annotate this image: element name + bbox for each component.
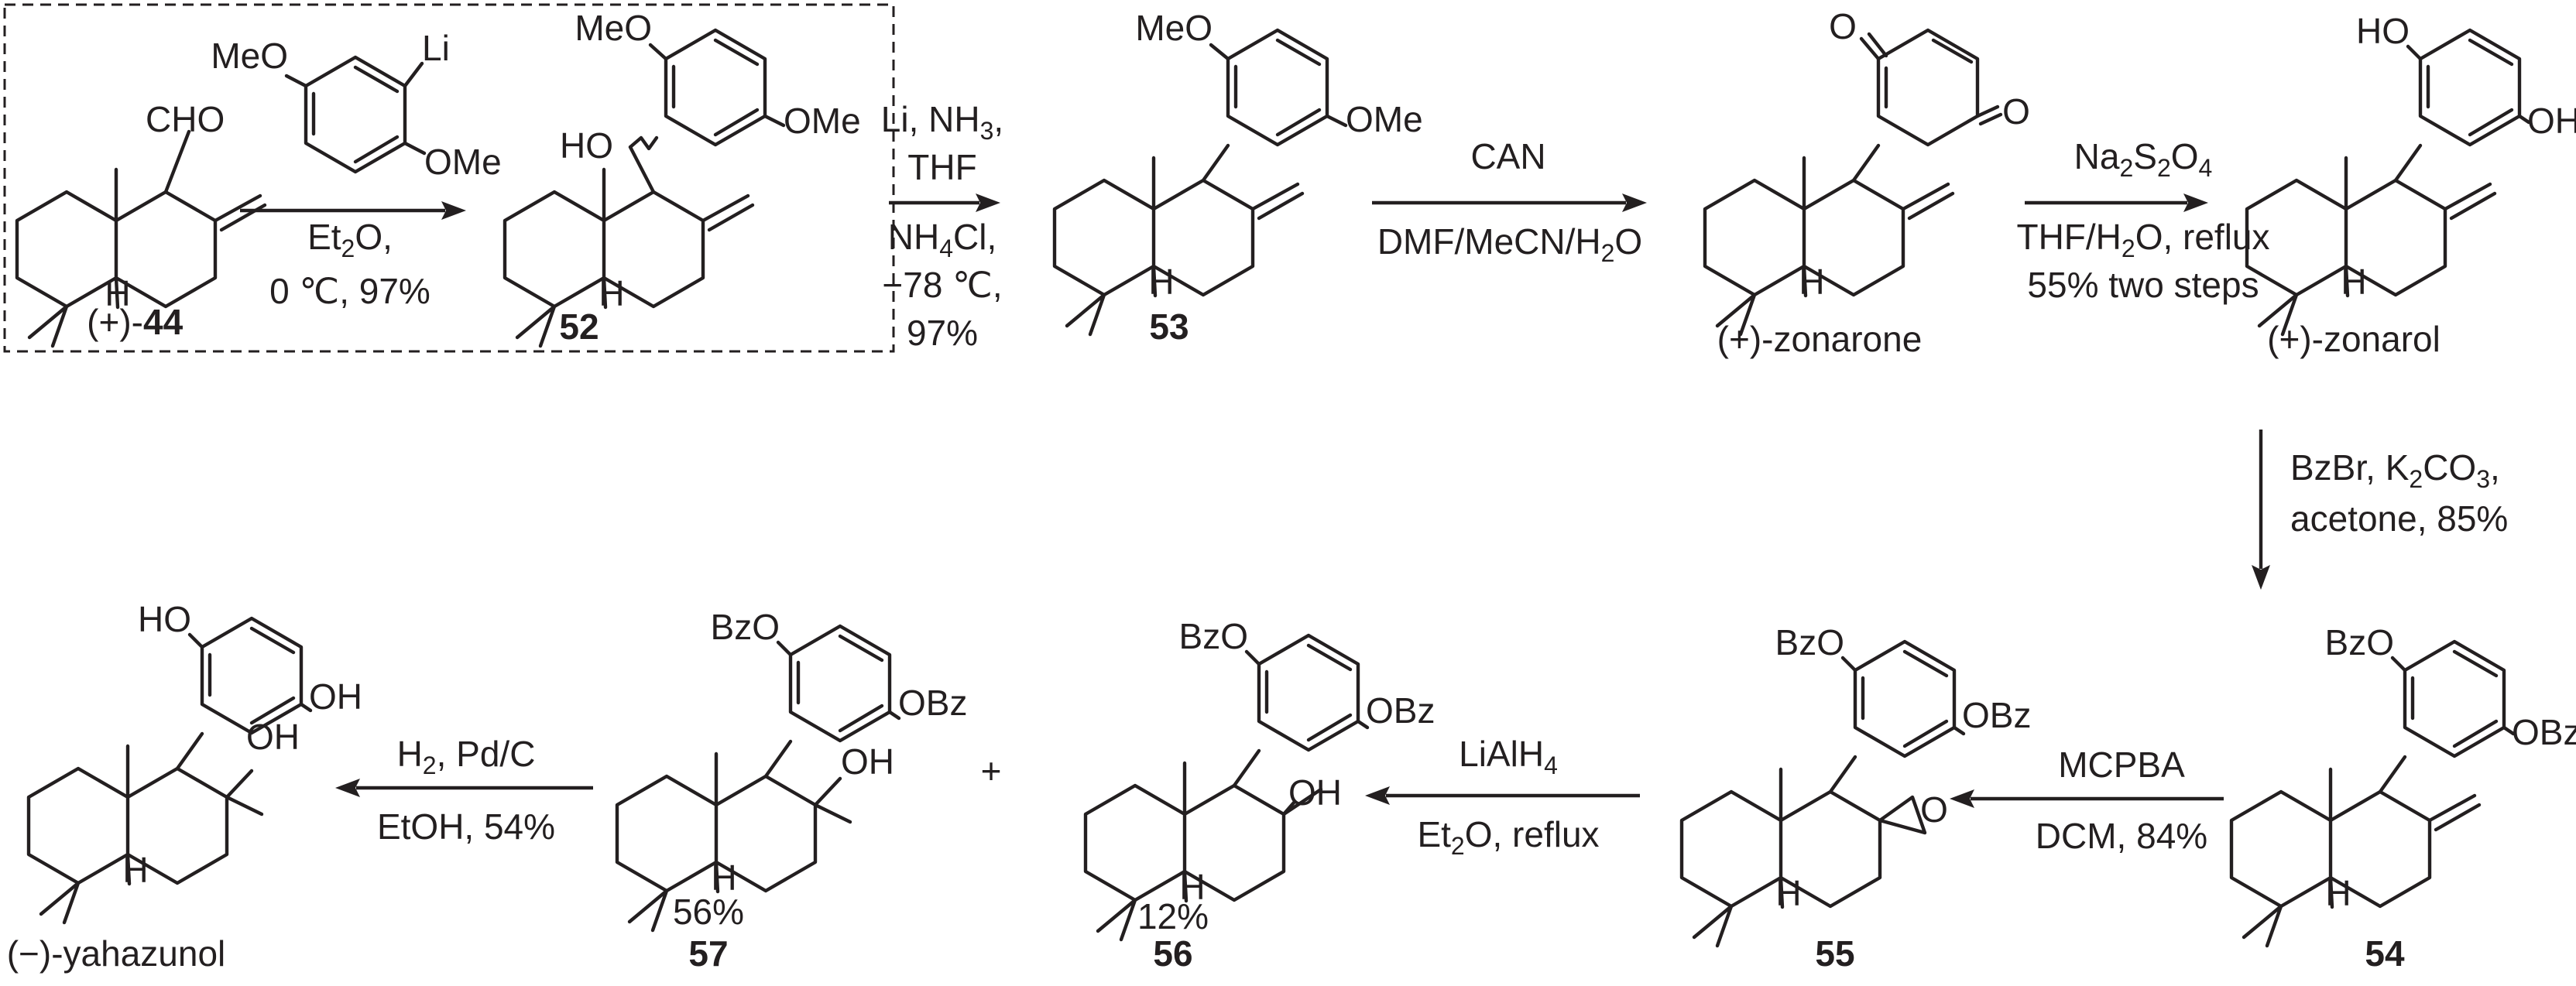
atom-label: OH: [309, 676, 362, 717]
reaction-arrow-4: [2025, 193, 2208, 212]
atom-label: HO: [2356, 11, 2410, 51]
reagent-text: 97%: [907, 313, 978, 353]
reagent-text: BzBr, K2CO3,: [2290, 447, 2500, 493]
reagent-text: Et2O, reflux: [1417, 814, 1599, 860]
atom-label: HO: [560, 125, 613, 166]
atom-label: H: [122, 850, 148, 890]
atom-label: O: [1829, 6, 1857, 46]
atom-label: OBz: [898, 683, 967, 723]
atom-label: OBz: [1366, 690, 1435, 731]
reagent-text: Li, NH3,: [881, 99, 1003, 145]
reagent-text: DCM, 84%: [2036, 816, 2207, 856]
atom-label: OH: [1288, 772, 1342, 813]
reagent-text: 0 ℃, 97%: [269, 271, 430, 311]
atom-label: O: [1920, 789, 1948, 830]
atom-label: BzO: [711, 607, 780, 647]
atom-label: Li: [422, 28, 450, 68]
reagent-text: −78 ℃,: [882, 265, 1002, 305]
compound-number: 57: [688, 933, 728, 974]
compound-55-structure: [1682, 642, 1966, 946]
compound-44-structure: [17, 129, 265, 346]
plus-sign: +: [981, 751, 1002, 791]
compound-56-structure: [1086, 635, 1370, 940]
compound-name: (+)-zonarone: [1717, 319, 1923, 359]
reagent-text: EtOH, 54%: [377, 806, 555, 847]
compound-53-structure: [1055, 30, 1348, 334]
atom-label: MeO: [1135, 8, 1213, 48]
atom-label: BzO: [1179, 616, 1248, 656]
compound-52-structure: [505, 30, 786, 346]
compound-yield: 56%: [673, 892, 744, 932]
reaction-arrow-7: [1365, 786, 1640, 805]
atom-label: OBz: [1962, 695, 2031, 735]
compound-number: 56: [1153, 933, 1192, 974]
atom-label: H: [2341, 262, 2366, 302]
atom-label: O: [2002, 91, 2030, 132]
atom-label: H: [711, 858, 736, 898]
compound-prefix: (+)-: [87, 302, 143, 342]
aryllithium-structure: [284, 57, 427, 172]
atom-label: H: [105, 273, 130, 313]
atom-label: H: [1775, 873, 1801, 913]
atom-label: BzO: [2325, 622, 2394, 662]
compound-yield: 12%: [1137, 896, 1209, 936]
atom-label: MeO: [575, 8, 652, 48]
atom-label: H: [1799, 262, 1824, 302]
reaction-arrow-3: [1372, 193, 1647, 212]
compound-name: (−)-yahazunol: [7, 933, 226, 974]
compound-number: 55: [1815, 933, 1854, 974]
zonarol-structure: [2247, 30, 2531, 334]
atom-label: OH: [2527, 101, 2576, 141]
reagent-text: DMF/MeCN/H2O: [1377, 221, 1642, 267]
atom-label: OH: [841, 741, 894, 782]
atom-label: H: [599, 273, 624, 313]
atom-label: OMe: [784, 101, 861, 141]
compound-name: (+)-zonarol: [2267, 319, 2441, 359]
reagent-text: Na2S2O4: [2074, 136, 2213, 182]
atom-label: OBz: [2512, 712, 2576, 752]
atom-label: BzO: [1775, 622, 1844, 662]
compound-number: 53: [1149, 306, 1189, 347]
compound-number: 52: [559, 306, 599, 347]
reagent-text: acetone, 85%: [2290, 498, 2508, 539]
reagent-text: CAN: [1470, 136, 1545, 176]
reaction-arrow-8: [335, 779, 593, 797]
reagent-text: Et2O,: [307, 217, 393, 262]
reaction-arrow-5: [2252, 430, 2270, 590]
atom-label: HO: [138, 599, 191, 639]
yahazunol-structure: [29, 618, 313, 923]
atom-label: H: [1148, 262, 1174, 302]
atom-label: H: [1179, 867, 1205, 907]
atom-label: OMe: [1346, 99, 1423, 139]
reagent-text: 55% two steps: [2027, 265, 2259, 305]
reaction-arrow-6: [1950, 789, 2224, 808]
reagent-text: H2, Pd/C: [397, 734, 536, 779]
atom-label: CHO: [146, 99, 225, 139]
compound-54-structure: [2231, 642, 2516, 946]
reaction-arrow-1: [240, 201, 466, 220]
reagent-text: NH4Cl,: [888, 217, 996, 262]
reagent-text: THF: [907, 147, 976, 187]
zonarone-structure: [1705, 28, 2003, 334]
compound-number: 44: [143, 302, 184, 342]
atom-label: OH: [246, 717, 300, 757]
reaction-arrow-2: [889, 193, 1000, 212]
compound-57-structure: [617, 626, 901, 930]
atom-label: OMe: [424, 142, 502, 182]
reagent-text: LiAlH4: [1459, 734, 1558, 779]
dashed-box: [3, 3, 895, 353]
atom-label: H: [2325, 873, 2351, 913]
compound-number: 54: [2365, 933, 2405, 974]
atom-label: MeO: [211, 36, 288, 76]
reagent-text: THF/H2O, reflux: [2016, 217, 2269, 262]
reagent-text: MCPBA: [2058, 745, 2185, 785]
